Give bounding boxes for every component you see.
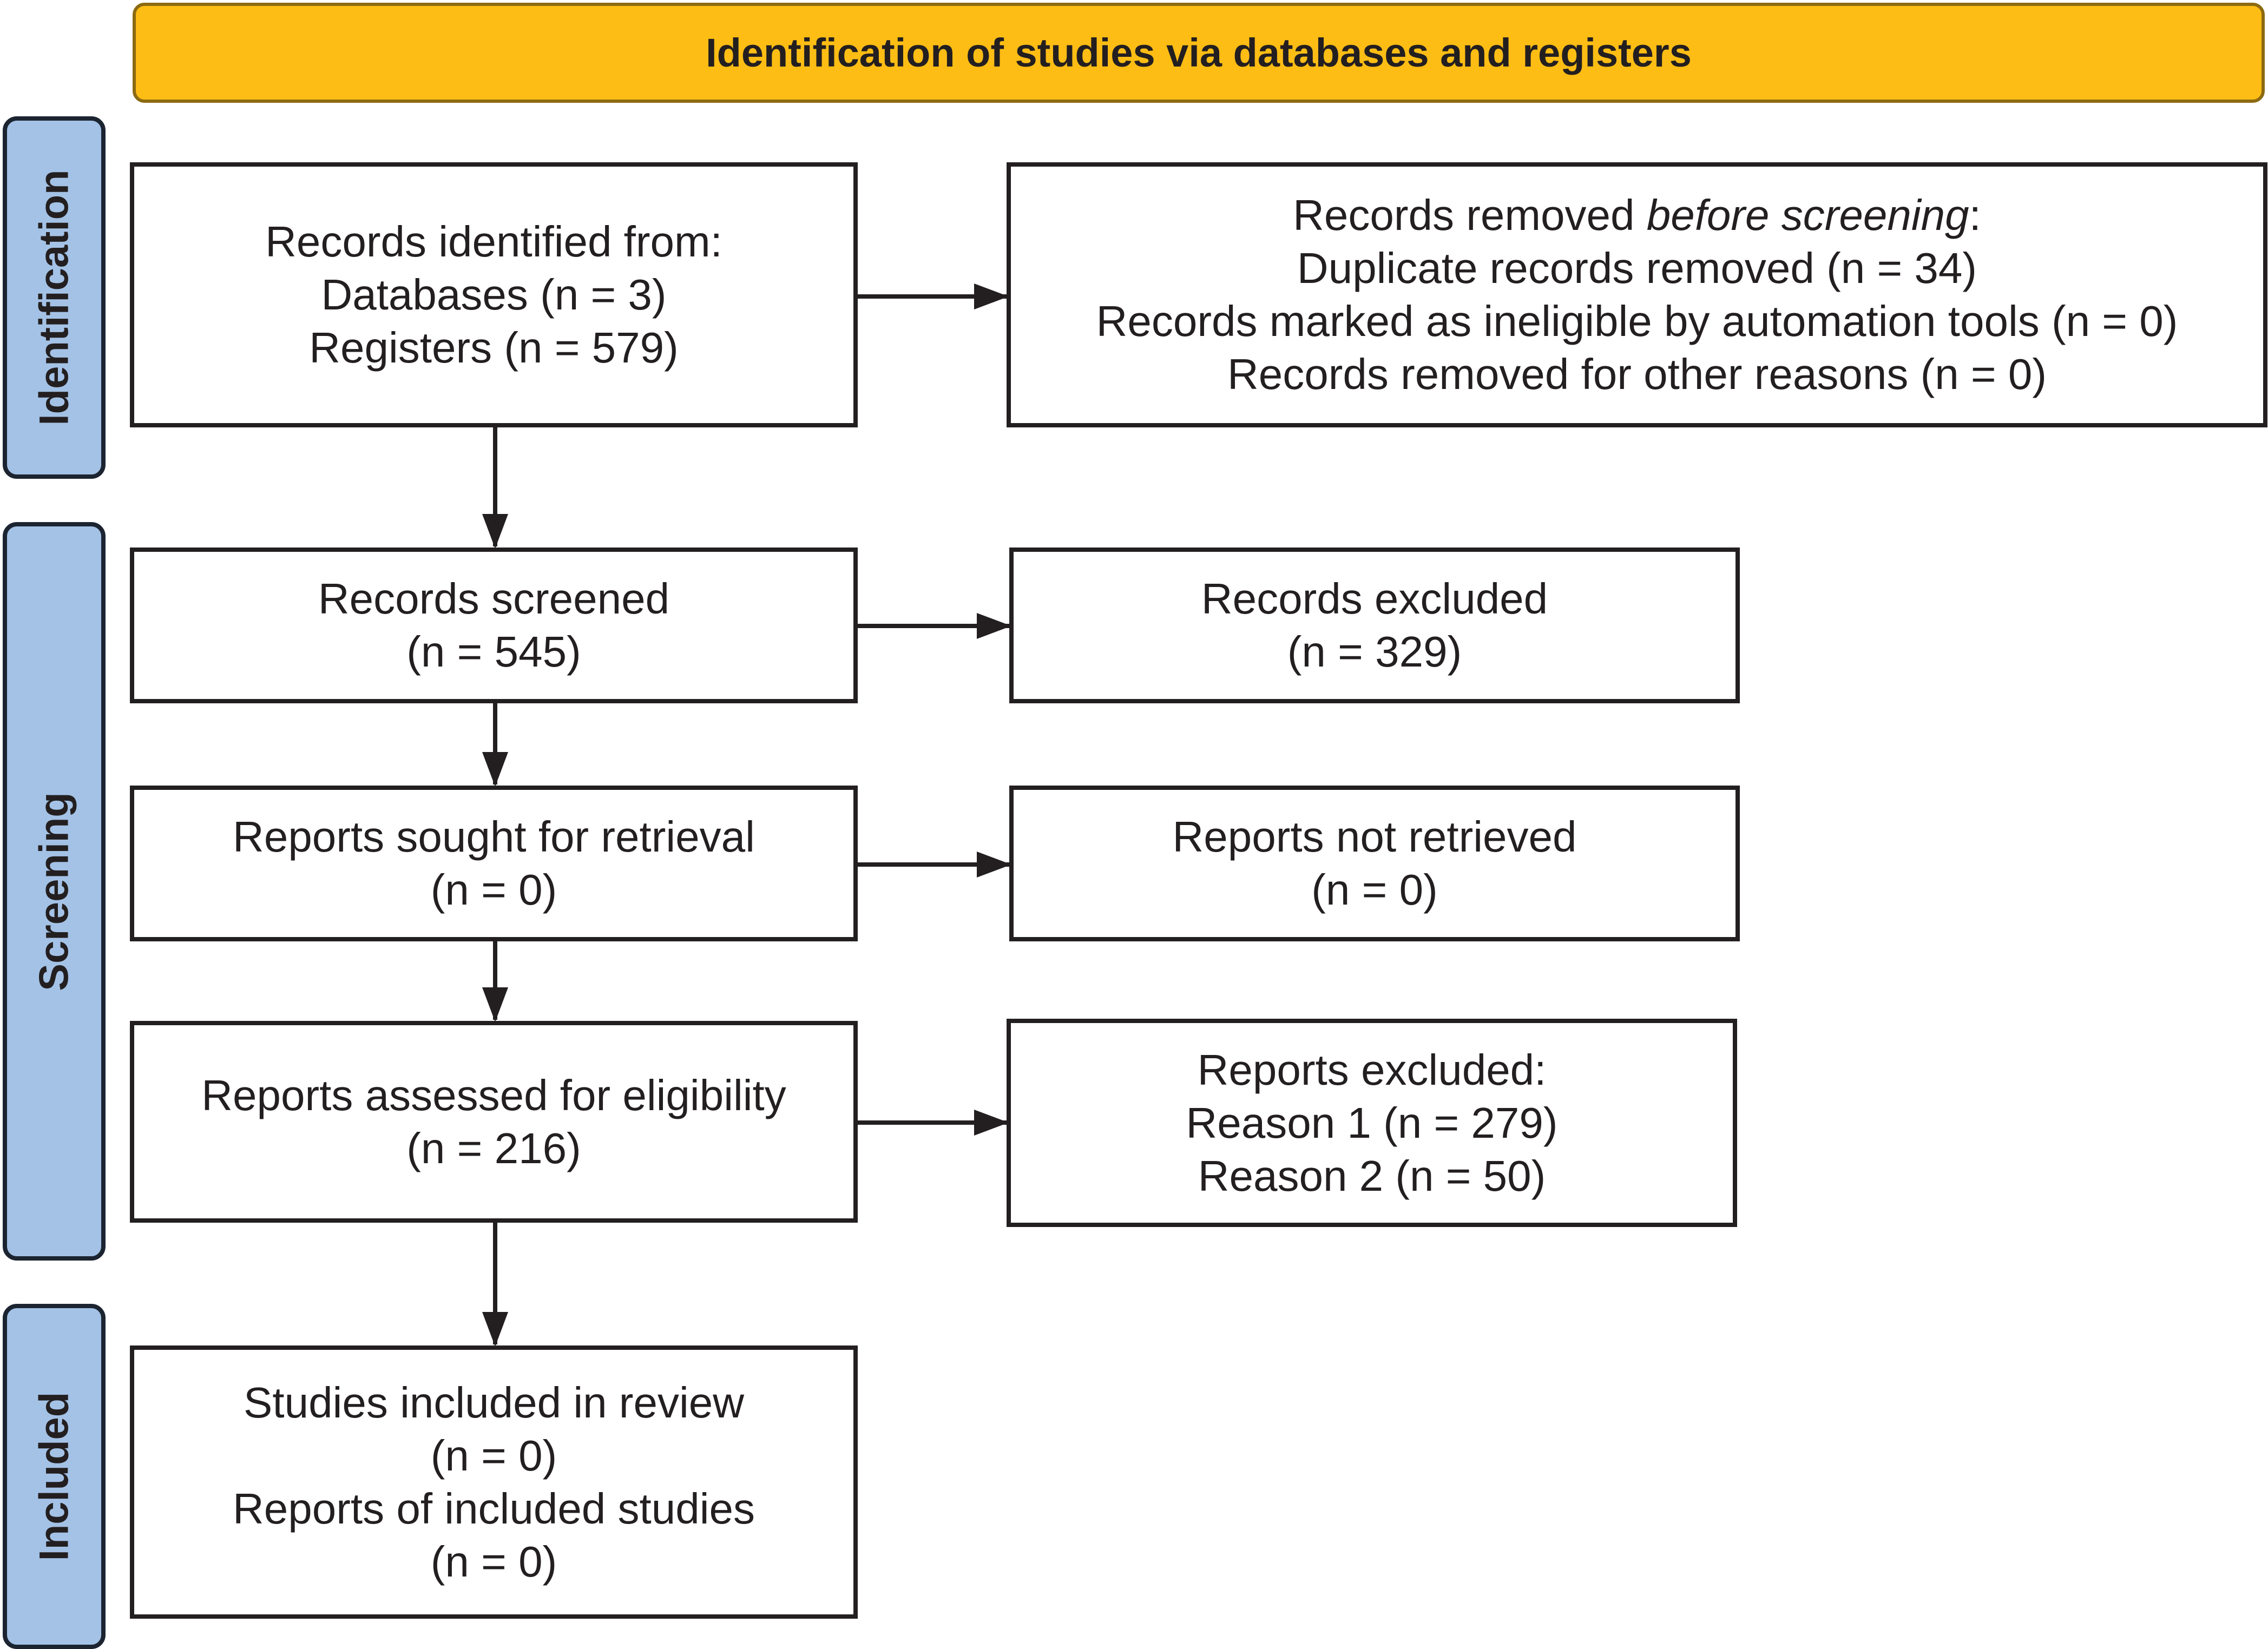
records-identified-registers: Registers (n = 579) (309, 324, 679, 372)
reports-sought-count: (n = 0) (430, 866, 557, 914)
reports-assessed-label: Reports assessed for eligibility (201, 1071, 786, 1119)
studies-included-count: (n = 0) (430, 1431, 557, 1480)
box-records-identified: Records identified from: Databases (n = … (130, 162, 858, 427)
reports-not-retrieved-label: Reports not retrieved (1172, 813, 1577, 861)
records-removed-italic: before screening (1646, 191, 1969, 239)
studies-included-label: Studies included in review (244, 1378, 744, 1427)
reports-excluded-reason1: Reason 1 (n = 279) (1186, 1098, 1558, 1147)
records-identified-line1: Records identified from: (265, 217, 722, 266)
records-excluded-count: (n = 329) (1287, 628, 1462, 676)
section-header: Identification of studies via databases … (133, 3, 2265, 103)
box-studies-included: Studies included in review (n = 0) Repor… (130, 1345, 858, 1619)
box-records-screened: Records screened (n = 545) (130, 548, 858, 703)
stage-screening: Screening (3, 522, 106, 1261)
box-reports-assessed: Reports assessed for eligibility (n = 21… (130, 1021, 858, 1223)
records-screened-count: (n = 545) (406, 628, 581, 676)
reports-included-count: (n = 0) (430, 1537, 557, 1586)
records-removed-duplicates: Duplicate records removed (n = 34) (1297, 244, 1977, 292)
reports-sought-label: Reports sought for retrieval (233, 813, 755, 861)
records-removed-prefix: Records removed (1293, 191, 1647, 239)
records-removed-other: Records removed for other reasons (n = 0… (1227, 350, 2047, 398)
records-removed-heading: Records removed before screening: (1293, 189, 1981, 242)
box-records-removed: Records removed before screening: Duplic… (1007, 162, 2267, 427)
stage-included: Included (3, 1304, 106, 1649)
section-header-title: Identification of studies via databases … (706, 30, 1692, 75)
reports-included-label: Reports of included studies (233, 1484, 755, 1533)
box-reports-excluded: Reports excluded: Reason 1 (n = 279) Rea… (1007, 1019, 1737, 1227)
box-reports-not-retrieved: Reports not retrieved (n = 0) (1009, 786, 1740, 941)
records-identified-databases: Databases (n = 3) (321, 271, 667, 319)
reports-excluded-reason2: Reason 2 (n = 50) (1198, 1151, 1546, 1200)
records-excluded-label: Records excluded (1201, 575, 1548, 623)
stage-identification: Identification (3, 116, 106, 479)
box-records-excluded: Records excluded (n = 329) (1009, 548, 1740, 703)
records-removed-automation: Records marked as ineligible by automati… (1096, 297, 2178, 345)
reports-assessed-count: (n = 216) (406, 1124, 581, 1172)
box-reports-sought: Reports sought for retrieval (n = 0) (130, 786, 858, 941)
reports-not-retrieved-count: (n = 0) (1311, 866, 1438, 914)
reports-excluded-heading: Reports excluded: (1197, 1045, 1547, 1094)
records-screened-label: Records screened (318, 575, 670, 623)
records-removed-suffix: : (1969, 191, 1981, 239)
